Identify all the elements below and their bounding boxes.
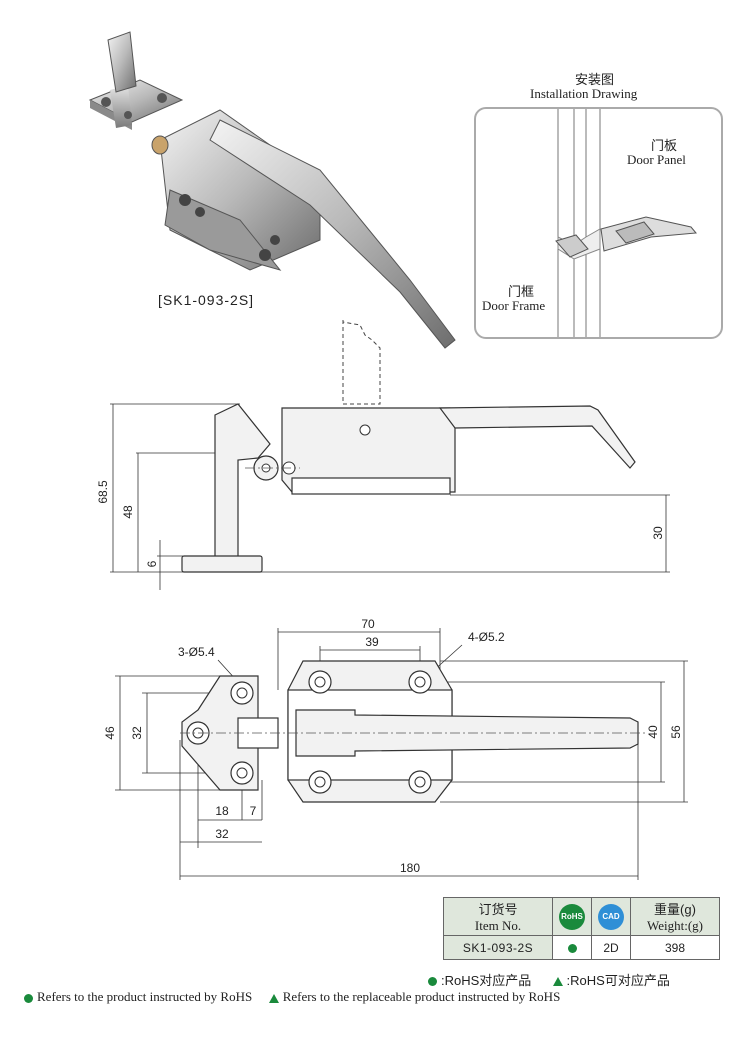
rohs-dot-icon [567,943,577,953]
col-weight-header: 重量(g) Weight:(g) [630,897,720,936]
dim-18: 18 [215,804,229,818]
col-weight-cn: 重量(g) [654,902,696,917]
col-rohs-header: RoHS [552,897,592,936]
installation-sketch [555,109,697,337]
legend-cn-tri: :RoHS可对应产品 [566,973,670,988]
dim-30: 30 [651,526,665,540]
col-cad-header: CAD [591,897,631,936]
cad-icon: CAD [598,903,624,930]
door-panel-en: Door Panel [627,152,686,167]
spec-table: 订货号 Item No. RoHS CAD 重量(g) Weight:(g) S… [443,897,720,961]
side-view-drawing: 68.5 48 6 30 [96,320,670,590]
legend-en-tri: Refers to the replaceable product instru… [282,989,561,1004]
col-weight-en: Weight:(g) [647,918,703,933]
product-code-label: [SK1-093-2S] [158,292,255,308]
col-item-header: 订货号 Item No. [443,897,553,936]
weight-cell: 398 [630,935,720,960]
dim-39: 39 [365,635,379,649]
door-frame-en: Door Frame [482,298,546,314]
rohs-icon: RoHS [559,903,585,930]
top-view-drawing: 70 39 4-Ø5.2 3-Ø5.4 46 32 18 7 32 180 40… [103,617,688,880]
installation-frame [474,107,723,339]
col-item-en: Item No. [474,918,522,933]
door-panel-cn: 门板 [651,138,678,153]
dim-32-h: 32 [215,827,229,841]
green-triangle-icon [552,977,563,987]
rohs-cell [552,935,592,960]
dim-4-d5-2: 4-Ø5.2 [468,630,505,644]
green-triangle-icon [268,993,279,1003]
col-item-cn: 订货号 [478,902,518,917]
green-dot-icon [428,977,437,987]
product-photo [88,31,456,349]
green-dot-icon [24,993,33,1003]
legend-en-dot: Refers to the product instructed by RoHS [37,989,253,1004]
cad-cell: 2D [591,935,631,960]
dim-7: 7 [250,804,257,818]
dim-32-v: 32 [130,726,144,740]
dim-6: 6 [145,560,159,567]
dim-180: 180 [400,861,420,875]
dim-3-d5-4: 3-Ø5.4 [178,645,215,659]
installation-title-en: Installation Drawing [530,86,638,101]
dim-48: 48 [121,505,135,519]
installation-title-cn: 安装图 [575,72,615,87]
dim-68-5: 68.5 [96,480,110,504]
item-no-cell: SK1-093-2S [443,935,553,960]
legend-cn-dot: :RoHS对应产品 [441,973,532,988]
dim-56: 56 [669,725,683,739]
legend-cn: :RoHS对应产品 :RoHS可对应产品 [428,970,670,989]
dim-40: 40 [646,725,660,739]
dim-46: 46 [103,726,117,740]
door-frame-cn: 门框 [508,281,535,300]
dim-70: 70 [361,617,375,631]
legend-en: Refers to the product instructed by RoHS… [24,989,560,1005]
